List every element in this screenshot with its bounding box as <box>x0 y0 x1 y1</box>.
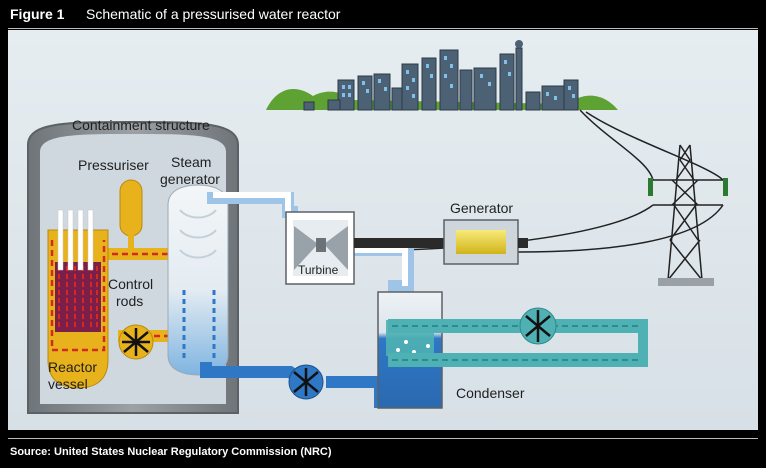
feedwater-pump <box>288 364 324 400</box>
label-reactor-vessel-2: vessel <box>48 376 88 392</box>
reactor-coolant-pump <box>118 324 154 360</box>
pressuriser <box>119 179 143 248</box>
shaft <box>354 238 454 248</box>
figure-number: Figure 1 <box>10 6 65 22</box>
label-reactor-vessel-1: Reactor <box>48 359 97 375</box>
label-containment: Containment structure <box>72 117 210 133</box>
turbine <box>285 211 355 285</box>
label-generator: Generator <box>450 200 513 216</box>
insulator-left <box>648 178 653 196</box>
control-rods <box>57 209 94 271</box>
insulator-right <box>723 178 728 196</box>
condenser <box>377 291 443 409</box>
city <box>266 40 618 111</box>
label-condenser: Condenser <box>456 385 525 401</box>
steam-generator <box>167 184 229 376</box>
label-control-rods-1: Control <box>108 276 153 292</box>
label-pressuriser: Pressuriser <box>78 157 149 173</box>
cooling-loop <box>388 319 648 367</box>
bottom-rule <box>8 438 758 439</box>
label-steam-generator-1: Steam <box>171 154 211 170</box>
top-rule <box>8 28 758 29</box>
reactor-vessel <box>47 209 109 389</box>
label-turbine: Turbine <box>298 263 339 277</box>
label-control-rods-2: rods <box>116 293 143 309</box>
generator <box>443 219 528 265</box>
figure-header: Figure 1 Schematic of a pressurised wate… <box>0 0 766 28</box>
reactor-diagram: Containment structure Pressuriser Steam … <box>8 30 758 430</box>
source-note: Source: United States Nuclear Regulatory… <box>10 446 332 458</box>
label-steam-generator-2: generator <box>160 171 220 187</box>
cooling-pump <box>519 307 557 345</box>
figure-title: Schematic of a pressurised water reactor <box>86 6 341 22</box>
diagram-panel: Containment structure Pressuriser Steam … <box>8 30 758 430</box>
reactor-core <box>55 262 101 332</box>
pylon-base <box>658 278 714 286</box>
